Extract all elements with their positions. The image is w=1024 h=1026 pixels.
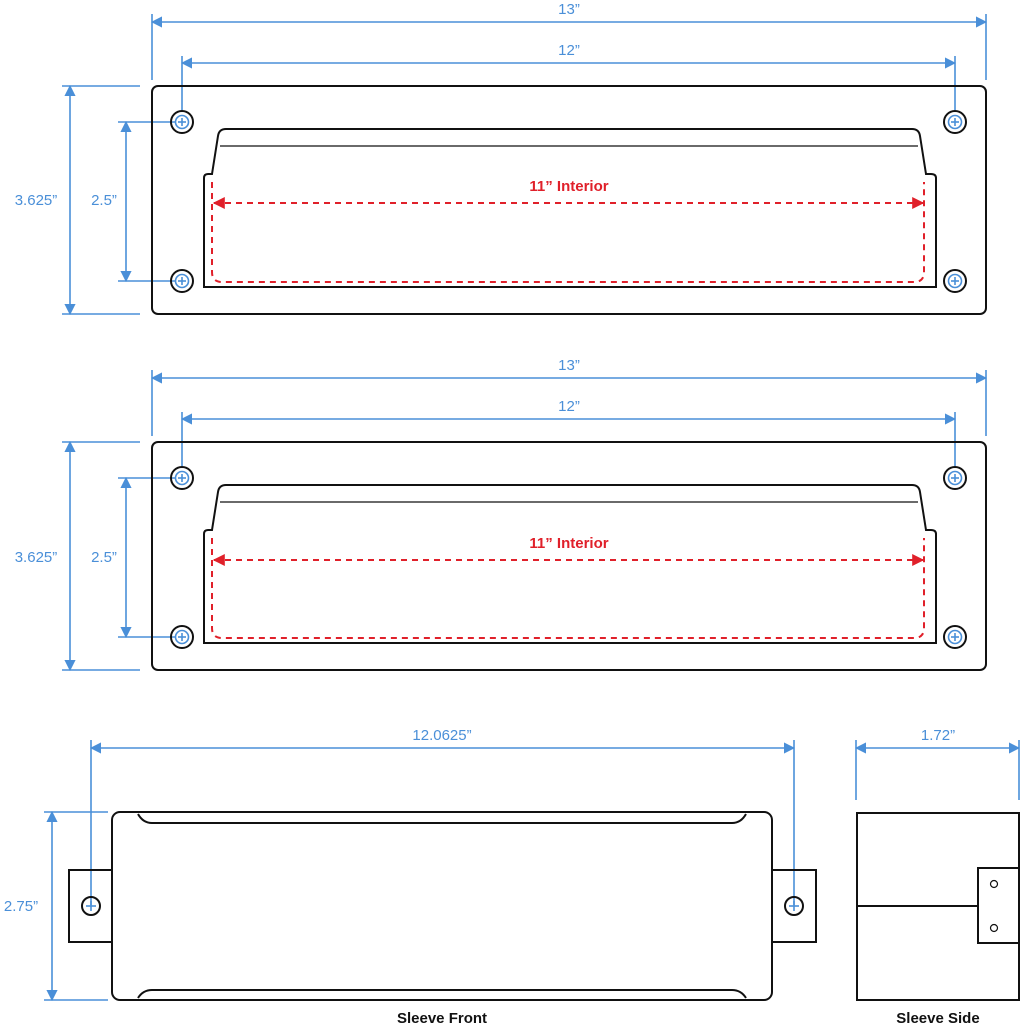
plate-outline — [151, 85, 987, 315]
screw-hole-icon — [170, 625, 194, 649]
screw-hole-icon — [170, 269, 194, 293]
screw-hole-icon — [784, 896, 804, 916]
plate-bottom: 13” 12” 3.625” 2.5” 11” Interior — [15, 357, 988, 672]
screw-hole-icon — [943, 466, 967, 490]
screw-hole-icon — [170, 110, 194, 134]
sleeve-depth-label: 1.72” — [921, 727, 955, 744]
plate-top: 13” 12” 3.625” 2.5” 11” Interior — [15, 1, 988, 316]
sleeve-bottom-lip — [137, 989, 747, 999]
interior-outline — [211, 538, 925, 639]
hole-height-label: 2.5” — [91, 192, 117, 209]
sleeve-front: 12.0625” 2.75” Sleeve Front — [4, 727, 817, 1026]
plate-outline — [151, 441, 987, 671]
interior-label: 11” Interior — [529, 178, 608, 195]
overall-height-label: 3.625” — [15, 549, 58, 566]
sleeve-top-lip — [137, 813, 747, 824]
hole-height-label: 2.5” — [91, 549, 117, 566]
hole-spacing-label: 12” — [558, 42, 580, 59]
screw-hole-icon — [81, 896, 101, 916]
opening-outline — [203, 128, 937, 288]
rivet-icon — [989, 923, 999, 933]
overall-width-label: 13” — [558, 1, 580, 18]
hole-spacing-label: 12” — [558, 398, 580, 415]
overall-width-label: 13” — [558, 357, 580, 374]
sleeve-side: 1.72” Sleeve Side — [854, 727, 1021, 1026]
screw-hole-icon — [943, 269, 967, 293]
sleeve-front-caption: Sleeve Front — [397, 1010, 487, 1026]
rivet-icon — [989, 879, 999, 889]
sleeve-side-caption: Sleeve Side — [896, 1010, 979, 1026]
sleeve-side-tab — [977, 867, 1020, 944]
opening-outline — [203, 484, 937, 644]
sleeve-height-label: 2.75” — [4, 898, 38, 915]
overall-height-label: 3.625” — [15, 192, 58, 209]
sleeve-width-label: 12.0625” — [412, 727, 471, 744]
screw-hole-icon — [943, 110, 967, 134]
screw-hole-icon — [170, 466, 194, 490]
screw-hole-icon — [943, 625, 967, 649]
interior-label: 11” Interior — [529, 535, 608, 552]
sleeve-body — [111, 811, 773, 1001]
interior-outline — [211, 182, 925, 283]
